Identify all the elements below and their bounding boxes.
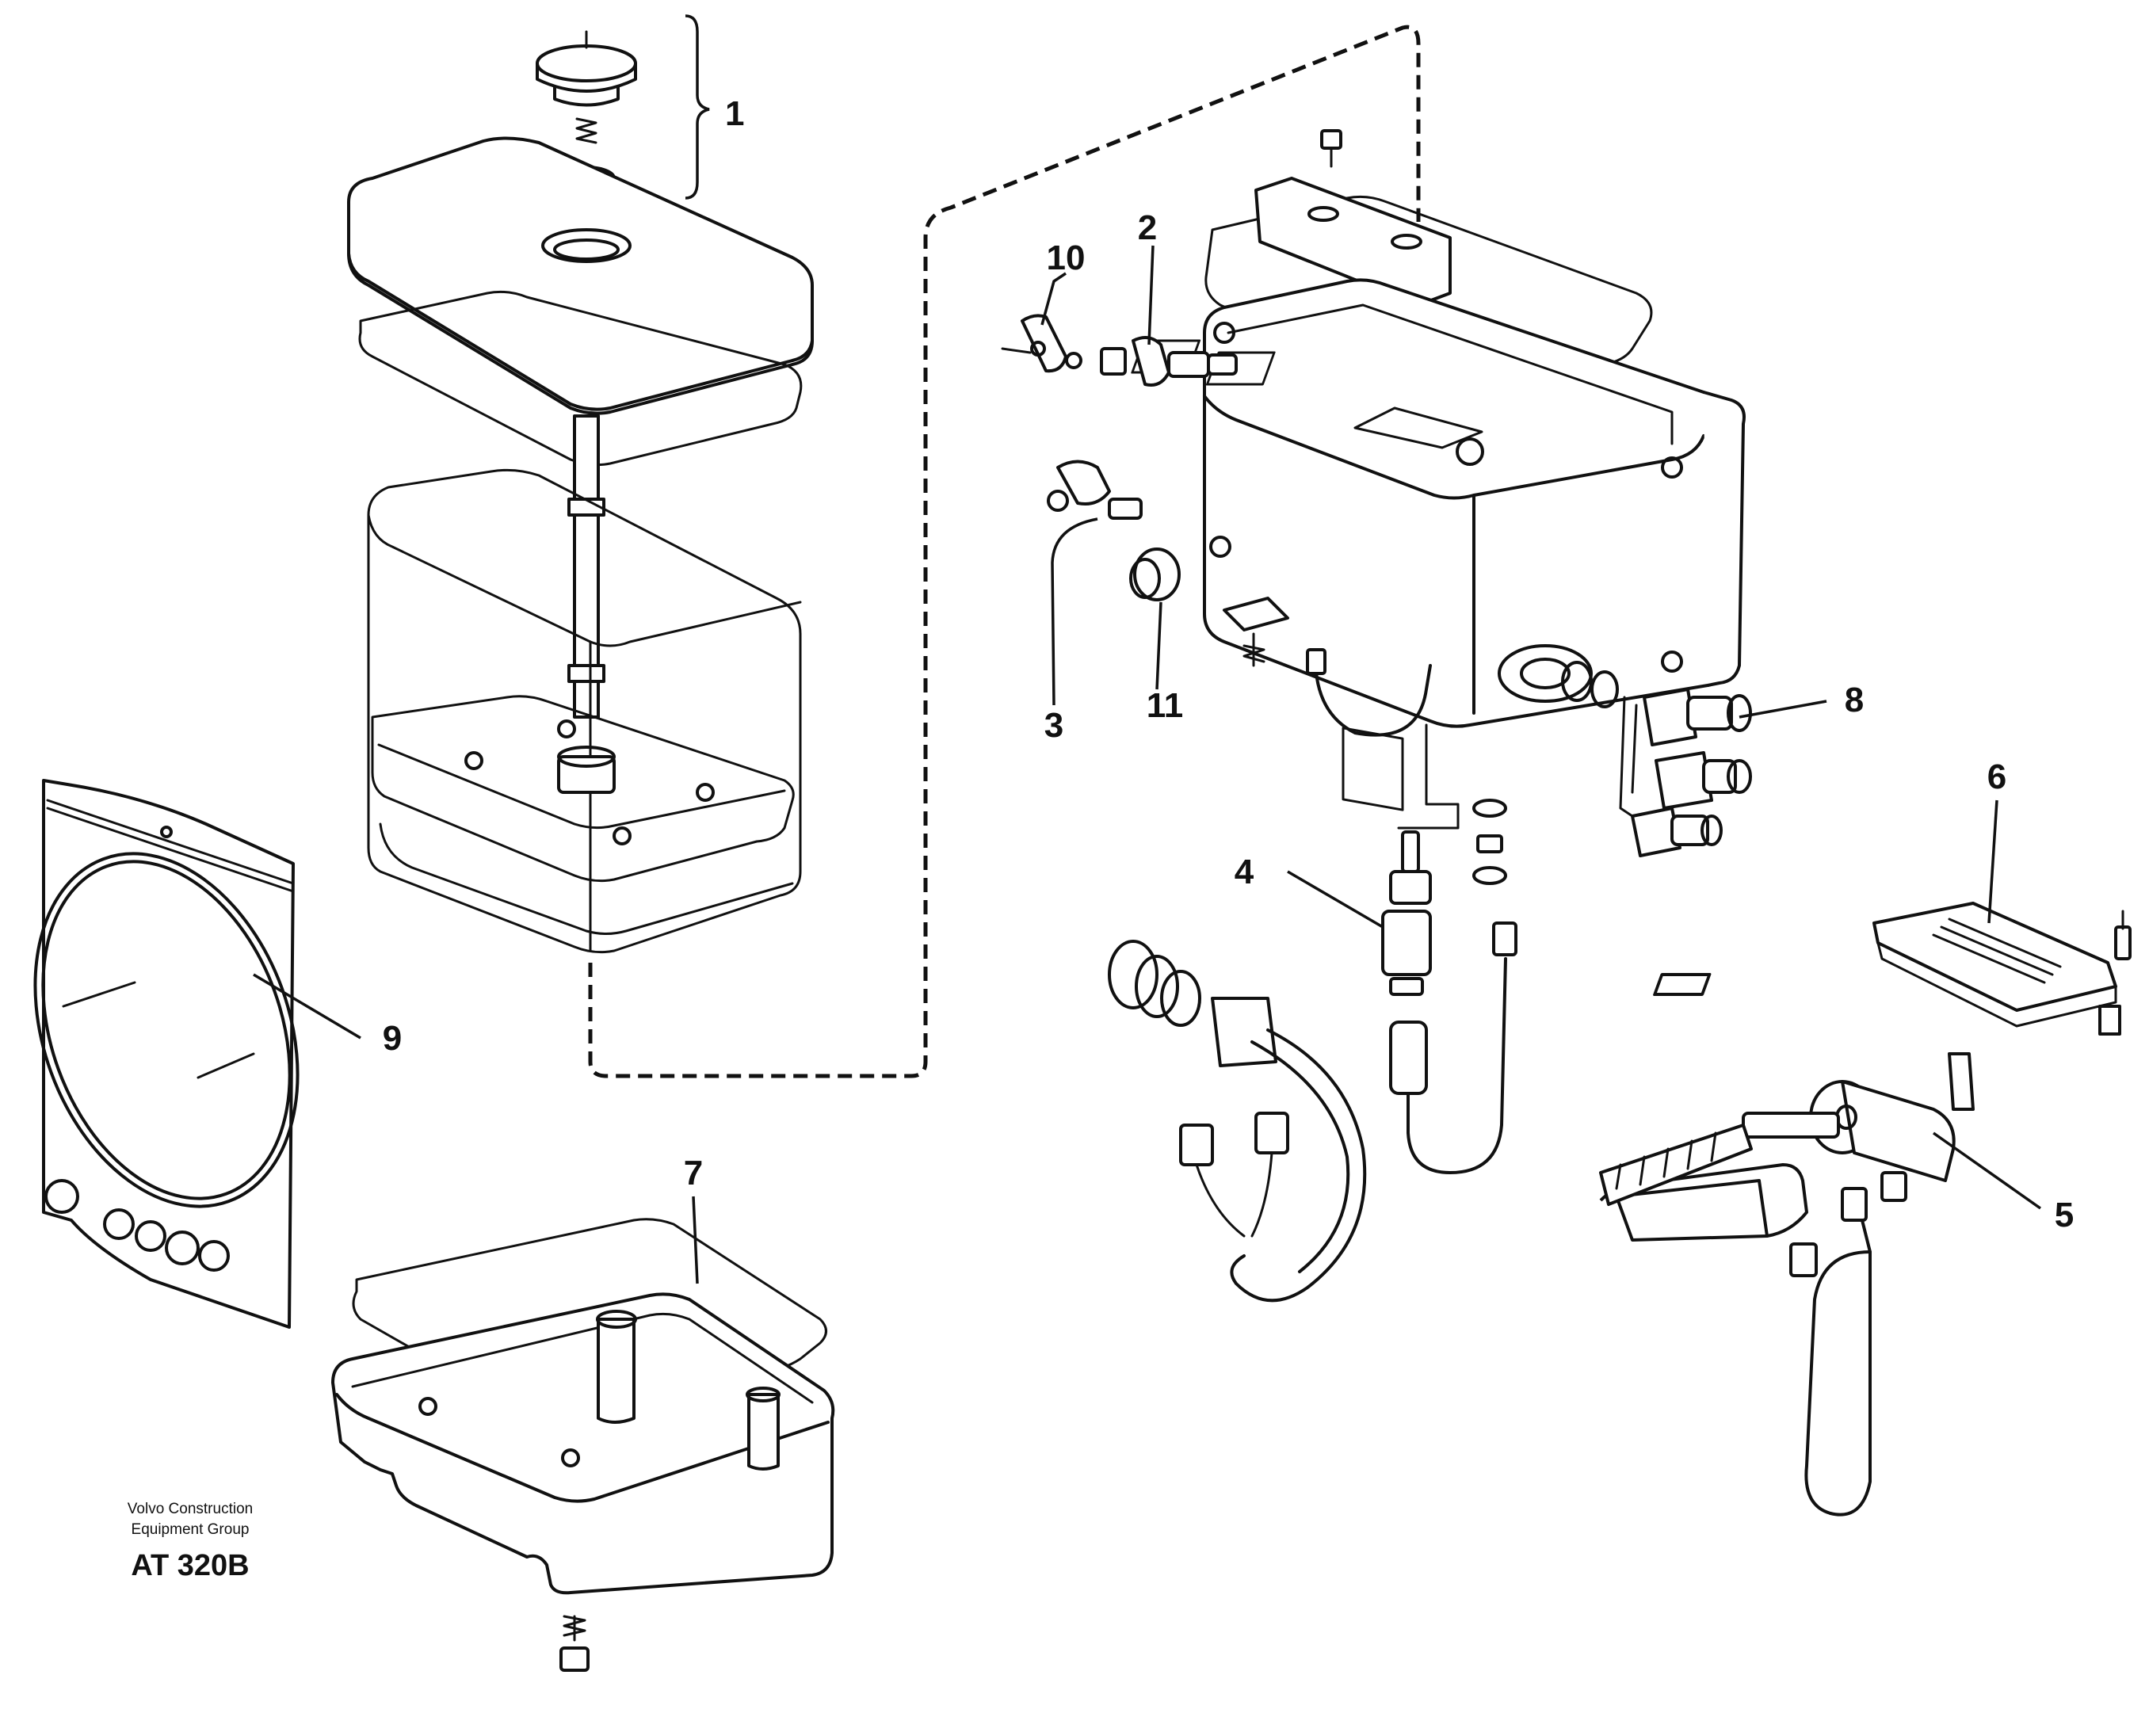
callout-6: 6 xyxy=(1987,757,2006,796)
tank-body xyxy=(367,468,802,954)
leader-5 xyxy=(1932,1131,2042,1210)
leader-10 xyxy=(1040,272,1067,326)
leader-4 xyxy=(1287,870,1384,929)
leader-7 xyxy=(692,1196,699,1284)
credit-line-2: Equipment Group xyxy=(132,1521,250,1538)
drawing-code: AT 320B xyxy=(131,1549,249,1582)
fittings xyxy=(1001,314,1238,601)
leader-2 xyxy=(1147,245,1155,345)
leader-6 xyxy=(1987,799,1998,924)
callout-7: 7 xyxy=(684,1154,703,1192)
callout-9: 9 xyxy=(383,1019,402,1058)
filler-cap xyxy=(536,44,637,82)
callout-4: 4 xyxy=(1235,853,1254,891)
tank-lid xyxy=(347,136,814,415)
callout-1: 1 xyxy=(725,94,744,133)
lid-gasket xyxy=(358,290,803,467)
tank-assembly xyxy=(347,30,814,954)
leader-11 xyxy=(1155,601,1162,690)
brace-item-1 xyxy=(685,14,710,200)
gasket-kit-bag xyxy=(33,779,300,1329)
callout-10: 10 xyxy=(1047,238,1086,277)
credit-line-1: Volvo Construction xyxy=(128,1501,253,1517)
cable-connector xyxy=(1108,940,1367,1303)
callout-8: 8 xyxy=(1845,681,1864,719)
pressure-sensor xyxy=(1381,723,1517,1174)
callout-5: 5 xyxy=(2055,1196,2074,1234)
circuit-board xyxy=(1653,902,2132,1036)
callout-3: 3 xyxy=(1044,706,1063,745)
dashed-connection-line xyxy=(588,25,1421,1078)
callout-2: 2 xyxy=(1138,208,1157,247)
leader-9 xyxy=(253,973,361,1040)
leader-8 xyxy=(1739,700,1827,719)
solenoid-valve xyxy=(1599,1052,1975,1517)
base-tray xyxy=(331,1218,835,1672)
control-box xyxy=(1131,129,1746,811)
callout-11: 11 xyxy=(1147,686,1184,725)
connector-fittings xyxy=(1619,688,1752,857)
leader-3 xyxy=(1051,517,1098,706)
